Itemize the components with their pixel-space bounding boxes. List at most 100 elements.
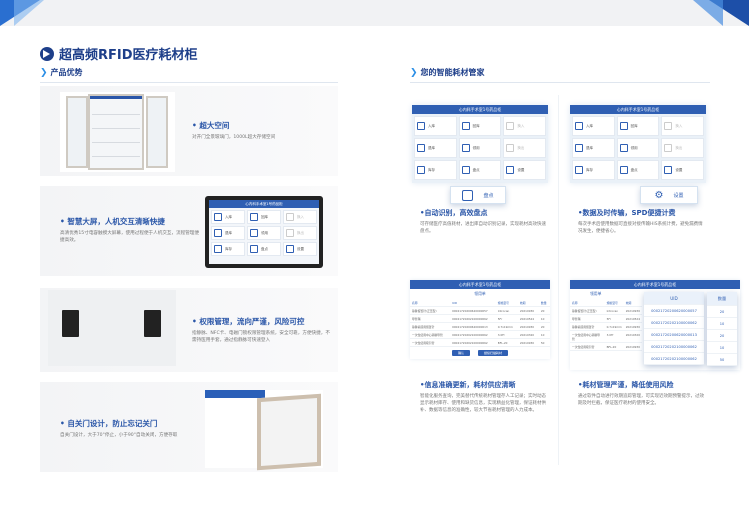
benefit-title: •自动识别，高效盘点 xyxy=(420,209,488,217)
tile-icon xyxy=(664,166,673,174)
feature-card-door: • 自关门设计，防止忘记关门自关门设计，大于70°停止，小于90°自动关闭，方便… xyxy=(40,382,338,472)
dropdown-option[interactable]: 20 xyxy=(707,330,737,342)
benefit-title: •数据及时传输，SPD便捷计费 xyxy=(578,209,676,217)
feature-text: • 智慧大屏，人机交互清晰快捷高清优秀15寸电容触摸大屏幕，使用过程便于人机交互… xyxy=(60,216,200,244)
screen-tile: 设置 xyxy=(661,160,704,180)
table-cell: 导管鞘 xyxy=(410,314,451,323)
dropdown-option[interactable]: 00021720200620000057 xyxy=(644,305,704,317)
tile-icon xyxy=(461,122,470,130)
dropdown-option[interactable]: 10 xyxy=(707,342,737,354)
section-header-manager: ❯您的智能耗材管家 xyxy=(410,67,710,83)
tile-icon xyxy=(619,122,628,130)
tile-label: 换入 xyxy=(517,123,525,128)
benefit-title: •信息准确更新，耗材供应清晰 xyxy=(420,381,516,389)
dropdown-option[interactable]: 10 xyxy=(707,318,737,330)
popup-label: 盘点 xyxy=(483,192,494,199)
benefit-desc: 可存储医疗高值耗材，进出库自动识别记录，实现耗材高效快速盘点。 xyxy=(420,222,546,234)
screen-tile: 换出 xyxy=(283,226,317,240)
screen-header: 心内科手术室1号药品柜 xyxy=(209,200,319,208)
benefit-title: •耗材管理严谨，降低使用风险 xyxy=(578,381,674,389)
feature-text: • 权限管理，流向严谨，风险可控指静脉、NFC卡、电磁门锁权限管理系统，安全可靠… xyxy=(192,316,332,344)
table-cell: 静脉留置针(正压型) xyxy=(570,306,605,315)
tile-icon xyxy=(214,229,222,237)
benefit-text: •数据及时传输，SPD便捷计费每次手术后使用数据可直接对接传输HIS系统计费，避… xyxy=(578,208,706,235)
table-cell: 20210524 xyxy=(623,314,642,323)
screen-tile: 入库 xyxy=(572,116,615,136)
feature-title: • 权限管理，流向严谨，风险可控 xyxy=(192,317,305,326)
screen-tile: 领用 xyxy=(247,226,281,240)
tile-label: 设置 xyxy=(297,246,304,251)
screen-tile: 领用 xyxy=(616,138,660,158)
screen-tile: 退库 xyxy=(414,138,457,158)
screen-tile: 库存 xyxy=(414,160,457,180)
table-cell: 3.0Fr xyxy=(495,330,518,339)
table-cell: 00021720202100000062 xyxy=(450,338,496,347)
cabinet-door xyxy=(66,96,88,168)
screen-tile: 换出 xyxy=(661,138,704,158)
divider xyxy=(558,95,559,465)
table-cell: 20210930 xyxy=(623,342,642,351)
tile-label: 回库 xyxy=(630,123,638,128)
tile-icon xyxy=(575,144,583,152)
dropdown-option[interactable]: 20 xyxy=(707,306,737,318)
table-cell: 20210930 xyxy=(517,338,539,347)
dropdown-header: UID xyxy=(644,292,704,305)
screen-tile: 库存 xyxy=(572,160,615,180)
table-cell: 20210930 xyxy=(623,322,642,331)
screen-tile: 盘点 xyxy=(458,160,502,180)
tile-icon xyxy=(250,229,258,237)
tile-icon xyxy=(619,144,628,152)
column-header: UID xyxy=(450,299,496,307)
arrow-circle-icon xyxy=(40,46,54,61)
dropdown-option[interactable]: 00021720202100000062 xyxy=(644,341,704,353)
tile-icon xyxy=(506,144,515,152)
column-header: 数量 xyxy=(538,299,550,307)
tile-icon xyxy=(286,213,294,221)
screen-tile: 盘点 xyxy=(616,160,660,180)
table-cell: 50 xyxy=(538,338,550,347)
dropdown-option[interactable]: 00021720202100000062 xyxy=(644,353,704,365)
cabinet-image xyxy=(60,92,175,172)
column-header: 效期 xyxy=(623,299,642,307)
dropdown-option[interactable]: 00021720202100000062 xyxy=(644,317,704,329)
table-cell: 20 xyxy=(538,322,550,331)
screen-tile: 换入 xyxy=(661,116,704,136)
screen-mockup-inventory: 心内科手术室1号药品柜入库回库换入退库领用换出库存盘点设置 xyxy=(412,105,548,183)
feature-title: • 智慧大屏，人机交互清晰快捷 xyxy=(60,217,165,226)
screen-mockup-settings: 心内科手术室1号药品柜入库回库换入退库领用换出库存盘点设置 xyxy=(570,105,706,183)
dropdown-option[interactable]: 50 xyxy=(707,354,737,366)
screen-header: 心内科手术室1号药品柜 xyxy=(570,280,740,289)
continue-scan-button[interactable]: 继续扫描耗材 xyxy=(478,350,509,356)
table-cell: 一次性使用吸引管 xyxy=(570,342,605,351)
column-header: 名称 xyxy=(570,299,605,307)
tile-icon xyxy=(214,245,222,253)
screen-tile: 回库 xyxy=(247,210,281,224)
table-cell: 静脉输液用留置针 xyxy=(410,322,451,331)
tile-label: 设置 xyxy=(675,167,683,172)
table-cell: 5Fr xyxy=(495,314,518,323)
confirm-button[interactable]: 确认 xyxy=(451,350,470,356)
tile-icon xyxy=(250,245,258,253)
door-image xyxy=(205,390,323,471)
dropdown-option[interactable]: 00021720200620000013 xyxy=(644,329,704,341)
table-cell: BFL-20 xyxy=(495,338,518,347)
corner-decoration-right-2 xyxy=(693,0,723,26)
tile-label: 库存 xyxy=(225,246,232,251)
fingerprint-reader-icon xyxy=(144,310,161,337)
section-header-advantages: ❯产品优势 xyxy=(40,67,338,83)
calculator-icon xyxy=(462,189,474,201)
tile-label: 领用 xyxy=(261,230,268,235)
page-title: 超高频RFID医疗耗材柜 xyxy=(40,44,198,63)
tile-label: 盘点 xyxy=(261,246,268,251)
tile-label: 库存 xyxy=(586,167,593,172)
screen-tile: 退库 xyxy=(572,138,615,158)
column-header: 规格型号 xyxy=(604,299,624,307)
